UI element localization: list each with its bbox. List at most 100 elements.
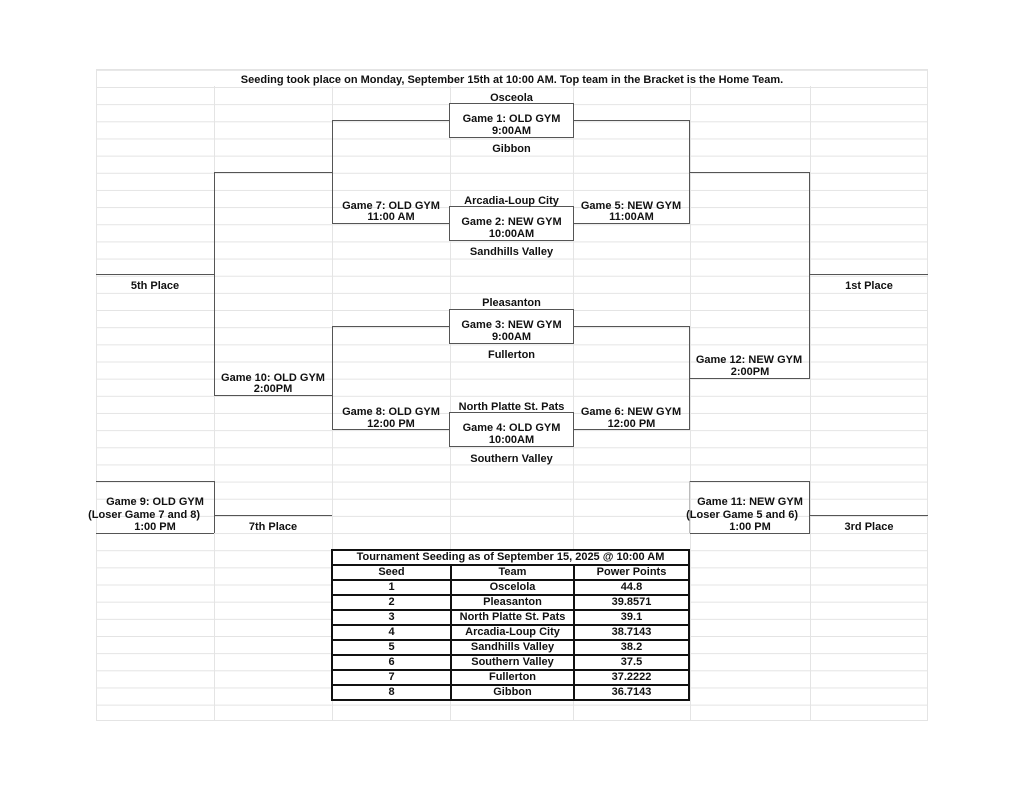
game-4-title: Game 4: OLD GYM	[462, 422, 561, 434]
fifth-place-label: 5th Place	[130, 280, 180, 292]
game-5-title: Game 5: NEW GYM	[580, 200, 682, 212]
bracket-line	[690, 533, 810, 534]
game-5-time: 11:00AM	[609, 211, 654, 223]
team-osceola: Osceola	[490, 92, 533, 104]
game-11-note: (Loser Game 5 and 6)	[686, 509, 798, 521]
bracket-line	[214, 395, 332, 396]
game-7-title: Game 7: OLD GYM	[342, 200, 440, 212]
team-southern-valley: Southern Valley	[470, 453, 553, 465]
game-9-time: 1:00 PM	[134, 521, 176, 533]
game-3-box	[449, 309, 574, 344]
game-3-time: 9:00AM	[491, 331, 532, 343]
team-gibbon: Gibbon	[492, 143, 531, 155]
bracket-line	[96, 481, 214, 482]
bracket-line	[689, 326, 690, 429]
bracket-line	[449, 103, 574, 104]
table-row: 2 Pleasanton 39.8571	[331, 594, 690, 611]
bracket-line	[689, 481, 690, 533]
grid-column-line	[810, 86, 811, 721]
team-arcadia-loup-city: Arcadia-Loup City	[464, 195, 559, 207]
game-2-box	[449, 206, 574, 241]
game-4-time: 10:00AM	[488, 434, 535, 446]
bracket-line	[214, 172, 332, 173]
team-pleasanton: Pleasanton	[482, 297, 541, 309]
power-points-cell: 37.2222	[573, 669, 690, 686]
bracket-line	[332, 326, 450, 327]
game-6-title: Game 6: NEW GYM	[580, 406, 682, 418]
power-points-cell: 39.1	[573, 609, 690, 626]
grid-column-line	[690, 86, 691, 721]
column-header-power-points: Power Points	[573, 564, 690, 581]
seed-cell: 4	[331, 624, 452, 641]
seeding-table: Tournament Seeding as of September 15, 2…	[331, 549, 690, 701]
power-points-cell: 39.8571	[573, 594, 690, 611]
first-place-label: 1st Place	[845, 280, 893, 292]
bracket-line	[573, 120, 690, 121]
game-2-title: Game 2: NEW GYM	[461, 216, 562, 228]
game-11-time: 1:00 PM	[729, 521, 771, 533]
team-north-platte-st-pats: North Platte St. Pats	[458, 401, 565, 413]
bracket-line	[332, 120, 333, 223]
seed-cell: 1	[331, 579, 452, 596]
bracket-line	[690, 172, 810, 173]
game-12-time: 2:00PM	[730, 366, 770, 378]
team-cell: Fullerton	[450, 669, 575, 686]
spreadsheet-grid	[96, 69, 928, 721]
bracket-line	[809, 481, 810, 533]
power-points-cell: 37.5	[573, 654, 690, 671]
column-header-team: Team	[450, 564, 575, 581]
team-cell: Pleasanton	[450, 594, 575, 611]
grid-column-line	[450, 86, 451, 721]
game-8-title: Game 8: OLD GYM	[342, 406, 440, 418]
bracket-line	[332, 223, 450, 224]
power-points-cell: 44.8	[573, 579, 690, 596]
third-place-label: 3rd Place	[844, 521, 894, 533]
table-row: 3 North Platte St. Pats 39.1	[331, 609, 690, 626]
table-row: 8 Gibbon 36.7143	[331, 684, 690, 701]
column-header-seed: Seed	[331, 564, 452, 581]
team-cell: Gibbon	[450, 684, 575, 701]
bracket-line	[332, 120, 450, 121]
seed-cell: 5	[331, 639, 452, 656]
seed-cell: 2	[331, 594, 452, 611]
team-cell: North Platte St. Pats	[450, 609, 575, 626]
bracket-line	[809, 172, 810, 378]
power-points-cell: 36.7143	[573, 684, 690, 701]
team-cell: Oscelola	[450, 579, 575, 596]
grid-column-line	[214, 86, 215, 721]
team-sandhills-valley: Sandhills Valley	[469, 246, 554, 258]
bracket-line	[214, 481, 215, 533]
seeding-table-title: Tournament Seeding as of September 15, 2…	[331, 549, 690, 566]
bracket-line	[573, 223, 690, 224]
table-row: 5 Sandhills Valley 38.2	[331, 639, 690, 656]
table-row: 1 Oscelola 44.8	[331, 579, 690, 596]
table-row: 6 Southern Valley 37.5	[331, 654, 690, 671]
game-1-title: Game 1: OLD GYM	[462, 113, 561, 125]
bracket-line	[573, 429, 690, 430]
table-header-row: Seed Team Power Points	[331, 564, 690, 581]
bracket-line	[689, 120, 690, 223]
table-row: 7 Fullerton 37.2222	[331, 669, 690, 686]
team-cell: Sandhills Valley	[450, 639, 575, 656]
seventh-place-label: 7th Place	[248, 521, 298, 533]
bracket-line	[96, 533, 214, 534]
bracket-line	[332, 429, 450, 430]
bracket-line	[810, 274, 928, 275]
game-12-title: Game 12: NEW GYM	[695, 354, 803, 366]
team-cell: Arcadia-Loup City	[450, 624, 575, 641]
table-row: 4 Arcadia-Loup City 38.7143	[331, 624, 690, 641]
game-3-title: Game 3: NEW GYM	[461, 319, 562, 331]
power-points-cell: 38.2	[573, 639, 690, 656]
seeding-note: Seeding took place on Monday, September …	[240, 74, 784, 86]
bracket-line	[810, 515, 928, 516]
bracket-line	[690, 378, 810, 379]
bracket-line	[332, 326, 333, 429]
seed-cell: 8	[331, 684, 452, 701]
game-10-title: Game 10: OLD GYM	[221, 372, 325, 384]
bracket-line	[573, 326, 690, 327]
game-11-title: Game 11: NEW GYM	[697, 496, 803, 508]
power-points-cell: 38.7143	[573, 624, 690, 641]
game-9-title: Game 9: OLD GYM	[106, 496, 204, 508]
game-4-box	[449, 412, 574, 447]
game-1-time: 9:00AM	[491, 125, 532, 137]
